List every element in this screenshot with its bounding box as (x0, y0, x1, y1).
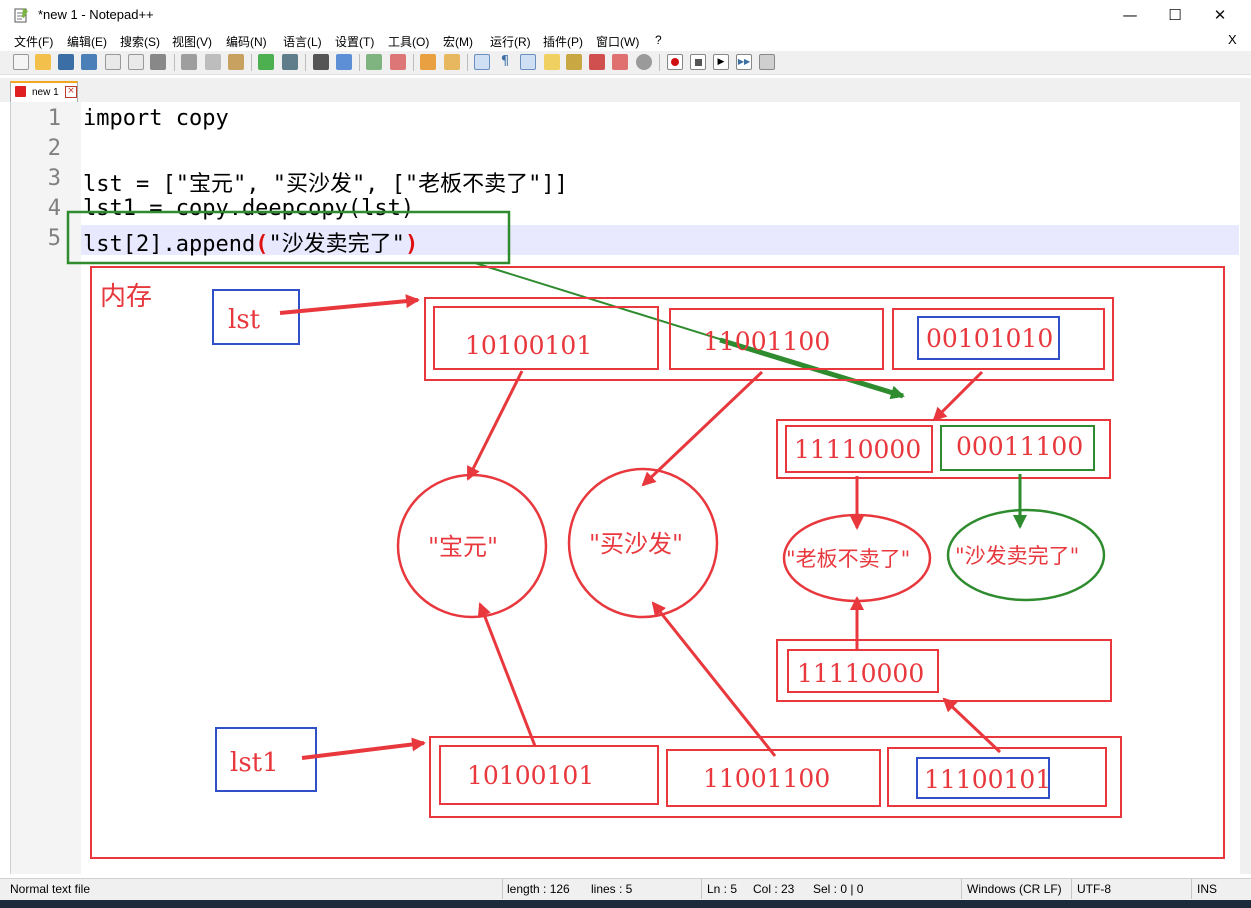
tab-new-1[interactable]: new 1 × (10, 81, 78, 102)
line-number: 1 (47, 106, 61, 131)
menu-edit[interactable]: 编辑(E) (67, 35, 107, 49)
notepadpp-app-icon (14, 8, 28, 23)
folder-as-workspace-icon[interactable] (612, 54, 628, 70)
unsaved-icon (15, 86, 26, 97)
status-bar (0, 878, 1251, 901)
record-macro-icon[interactable] (667, 54, 683, 70)
save-macro-icon[interactable] (759, 54, 775, 70)
status-separator (701, 879, 702, 899)
menu-window[interactable]: 窗口(W) (596, 35, 640, 49)
sync-vertical-icon[interactable] (420, 54, 436, 70)
stop-recording-icon[interactable] (690, 54, 706, 70)
status-separator (1191, 879, 1192, 899)
toolbar-separator (659, 54, 660, 71)
code-line: lst = ["宝元", "买沙发", ["老板不卖了"]] (83, 172, 568, 197)
status-line-number: Ln : 5 (707, 882, 738, 896)
status-selection: Sel : 0 | 0 (813, 882, 864, 896)
status-length: length : 126 (507, 882, 570, 896)
cut-icon[interactable] (181, 54, 197, 70)
indent-guide-icon[interactable] (520, 54, 536, 70)
status-insert-mode[interactable]: INS (1197, 882, 1218, 896)
status-separator (961, 879, 962, 899)
tab-bar (0, 78, 1251, 102)
tab-label: new 1 (32, 87, 59, 98)
code-line: lst1 = copy.deepcopy(lst) (83, 196, 415, 221)
open-file-icon[interactable] (35, 54, 51, 70)
document-close-button[interactable]: X (1228, 32, 1237, 47)
menu-view[interactable]: 视图(V) (172, 35, 212, 49)
brace-highlight: ) (404, 232, 419, 257)
copy-icon[interactable] (205, 54, 221, 70)
line-number: 2 (47, 136, 61, 161)
function-list-icon[interactable] (589, 54, 605, 70)
toolbar-separator (467, 54, 468, 71)
vertical-scrollbar[interactable] (1240, 102, 1251, 874)
line-number: 5 (47, 226, 61, 251)
menu-settings[interactable]: 设置(T) (335, 35, 375, 49)
playback-icon[interactable]: ▶ (713, 54, 729, 70)
menu-macro[interactable]: 宏(M) (443, 35, 473, 49)
toolbar-separator (413, 54, 414, 71)
code-line-current: lst[2].append("沙发卖完了") (83, 226, 418, 258)
save-all-icon[interactable] (81, 54, 97, 70)
window-title: *new 1 - Notepad++ (38, 7, 154, 22)
zoom-out-icon[interactable] (390, 54, 406, 70)
status-eol-format[interactable]: Windows (CR LF) (967, 882, 1062, 896)
title-bar (0, 0, 1251, 30)
run-macro-multiple-icon[interactable]: ▶▶ (736, 54, 752, 70)
menu-help[interactable]: ? (655, 33, 662, 47)
status-column: Col : 23 (753, 882, 795, 896)
toolbar-separator (305, 54, 306, 71)
menu-run[interactable]: 运行(R) (490, 35, 531, 49)
toolbar-separator (251, 54, 252, 71)
taskbar-edge (0, 900, 1251, 908)
zoom-in-icon[interactable] (366, 54, 382, 70)
replace-icon[interactable] (336, 54, 352, 70)
toolbar-separator (174, 54, 175, 71)
find-icon[interactable] (313, 54, 329, 70)
print-icon[interactable] (150, 54, 166, 70)
status-encoding[interactable]: UTF-8 (1077, 882, 1111, 896)
status-file-type: Normal text file (10, 882, 91, 896)
line-number: 4 (47, 196, 61, 221)
paste-icon[interactable] (228, 54, 244, 70)
maximize-button[interactable]: ☐ (1168, 6, 1182, 24)
line-number: 3 (47, 166, 61, 191)
sync-horizontal-icon[interactable] (444, 54, 460, 70)
menu-plugins[interactable]: 插件(P) (543, 35, 583, 49)
code-line: import copy (83, 106, 229, 131)
status-separator (1071, 879, 1072, 899)
close-all-icon[interactable] (128, 54, 144, 70)
status-separator (502, 879, 503, 899)
status-lines: lines : 5 (591, 882, 633, 896)
save-icon[interactable] (58, 54, 74, 70)
code-text: lst[2].append (83, 232, 256, 257)
menu-file[interactable]: 文件(F) (14, 35, 54, 49)
brace-highlight: ( (255, 232, 269, 257)
menu-bar (0, 30, 1251, 51)
close-file-icon[interactable] (105, 54, 121, 70)
user-defined-language-icon[interactable] (544, 54, 560, 70)
menu-search[interactable]: 搜索(S) (120, 35, 160, 49)
menu-language[interactable]: 语言(L) (283, 35, 322, 49)
redo-icon[interactable] (282, 54, 298, 70)
undo-icon[interactable] (258, 54, 274, 70)
close-button[interactable]: ✕ (1213, 6, 1227, 24)
close-tab-icon[interactable]: × (65, 86, 77, 98)
monitoring-icon[interactable] (636, 54, 652, 70)
new-file-icon[interactable] (13, 54, 29, 70)
word-wrap-icon[interactable] (474, 54, 490, 70)
code-string: "沙发卖完了" (268, 232, 405, 257)
toolbar-separator (359, 54, 360, 71)
document-map-icon[interactable] (566, 54, 582, 70)
minimize-button[interactable]: — (1122, 6, 1138, 24)
menu-tools[interactable]: 工具(O) (388, 35, 430, 49)
show-all-characters-icon[interactable]: ¶ (500, 54, 510, 69)
menu-encoding[interactable]: 编码(N) (226, 35, 267, 49)
